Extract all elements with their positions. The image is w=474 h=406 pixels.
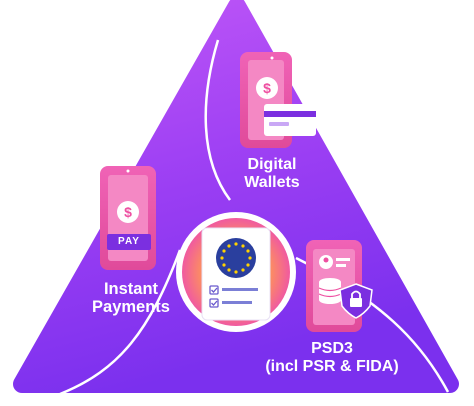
label-line: Payments [92, 298, 170, 317]
label-instant-payments: Instant Payments [66, 280, 196, 317]
svg-text:$: $ [124, 204, 132, 220]
pay-badge [107, 234, 151, 250]
center-badge [176, 212, 296, 332]
phone-database-lock-icon [306, 240, 373, 332]
phone-card-icon: $ [240, 52, 316, 148]
eu-flag-icon [216, 238, 256, 278]
label-line: Wallets [244, 173, 300, 191]
pay-badge-label: PAY [118, 236, 140, 247]
divider-left [59, 249, 182, 396]
checklist-icon [209, 285, 258, 308]
svg-text:$: $ [263, 80, 271, 96]
label-digital-wallets: Digital Wallets [228, 156, 316, 192]
label-line: Digital [247, 156, 297, 173]
shield-lock-icon [339, 283, 373, 319]
label-line: Instant [103, 280, 159, 298]
label-psd3: PSD3 (incl PSR & FIDA) [250, 340, 414, 376]
database-icon [318, 278, 342, 304]
phone-pay-icon: $ [100, 166, 156, 270]
label-line: (incl PSR & FIDA) [265, 357, 399, 375]
divider-top [204, 39, 232, 201]
label-line: PSD3 [311, 340, 353, 357]
